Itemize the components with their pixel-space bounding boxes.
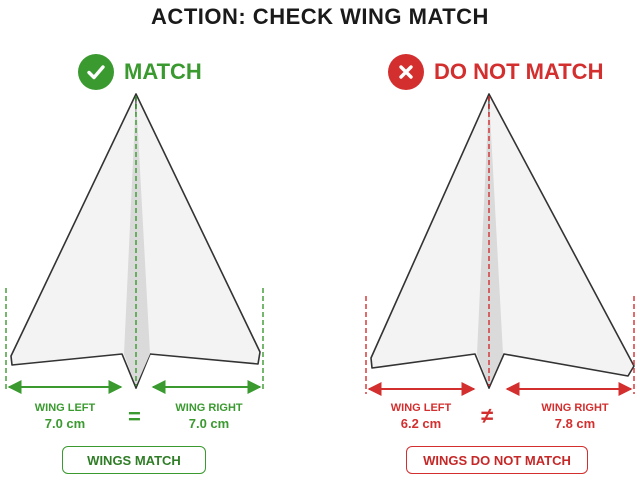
- wing-left-label: WING LEFT: [34, 402, 96, 414]
- wing-right-value: 7.8 cm: [554, 415, 596, 431]
- fuselage-fold: [124, 96, 150, 386]
- equals-operator: =: [128, 404, 141, 429]
- wing-right-label: WING RIGHT: [541, 402, 609, 414]
- match-status: MATCH: [78, 54, 202, 90]
- plane-matching: [5, 93, 264, 394]
- left-wing-left-measurement: WING LEFT 7.0 cm: [20, 402, 110, 432]
- page-title: ACTION: CHECK WING MATCH: [151, 4, 489, 29]
- mismatch-status: DO NOT MATCH: [388, 54, 603, 90]
- wing-left-value: 7.0 cm: [44, 415, 86, 431]
- wings-match-result: WINGS MATCH: [62, 446, 206, 474]
- check-icon: [78, 54, 114, 90]
- mismatch-status-label: DO NOT MATCH: [434, 59, 604, 84]
- right-wing-right-measurement: WING RIGHT 7.8 cm: [530, 402, 620, 432]
- x-icon: [388, 54, 424, 90]
- wing-right-value: 7.0 cm: [188, 415, 230, 431]
- fuselage-fold: [477, 96, 503, 386]
- left-wing-surface: [370, 93, 490, 389]
- not-equal-operator: ≠: [481, 403, 494, 428]
- wing-left-value: 6.2 cm: [400, 415, 442, 431]
- left-wing-surface: [10, 93, 137, 389]
- right-wing-left-measurement: WING LEFT 6.2 cm: [376, 402, 466, 432]
- wings-mismatch-result: WINGS DO NOT MATCH: [406, 446, 588, 474]
- right-wing-surface: [135, 93, 261, 389]
- left-wing-right-measurement: WING RIGHT 7.0 cm: [164, 402, 254, 432]
- plane-mismatched: [365, 93, 635, 396]
- wing-left-label: WING LEFT: [390, 402, 452, 414]
- match-status-label: MATCH: [124, 59, 202, 84]
- wing-right-label: WING RIGHT: [175, 402, 243, 414]
- right-wing-surface: [488, 93, 635, 389]
